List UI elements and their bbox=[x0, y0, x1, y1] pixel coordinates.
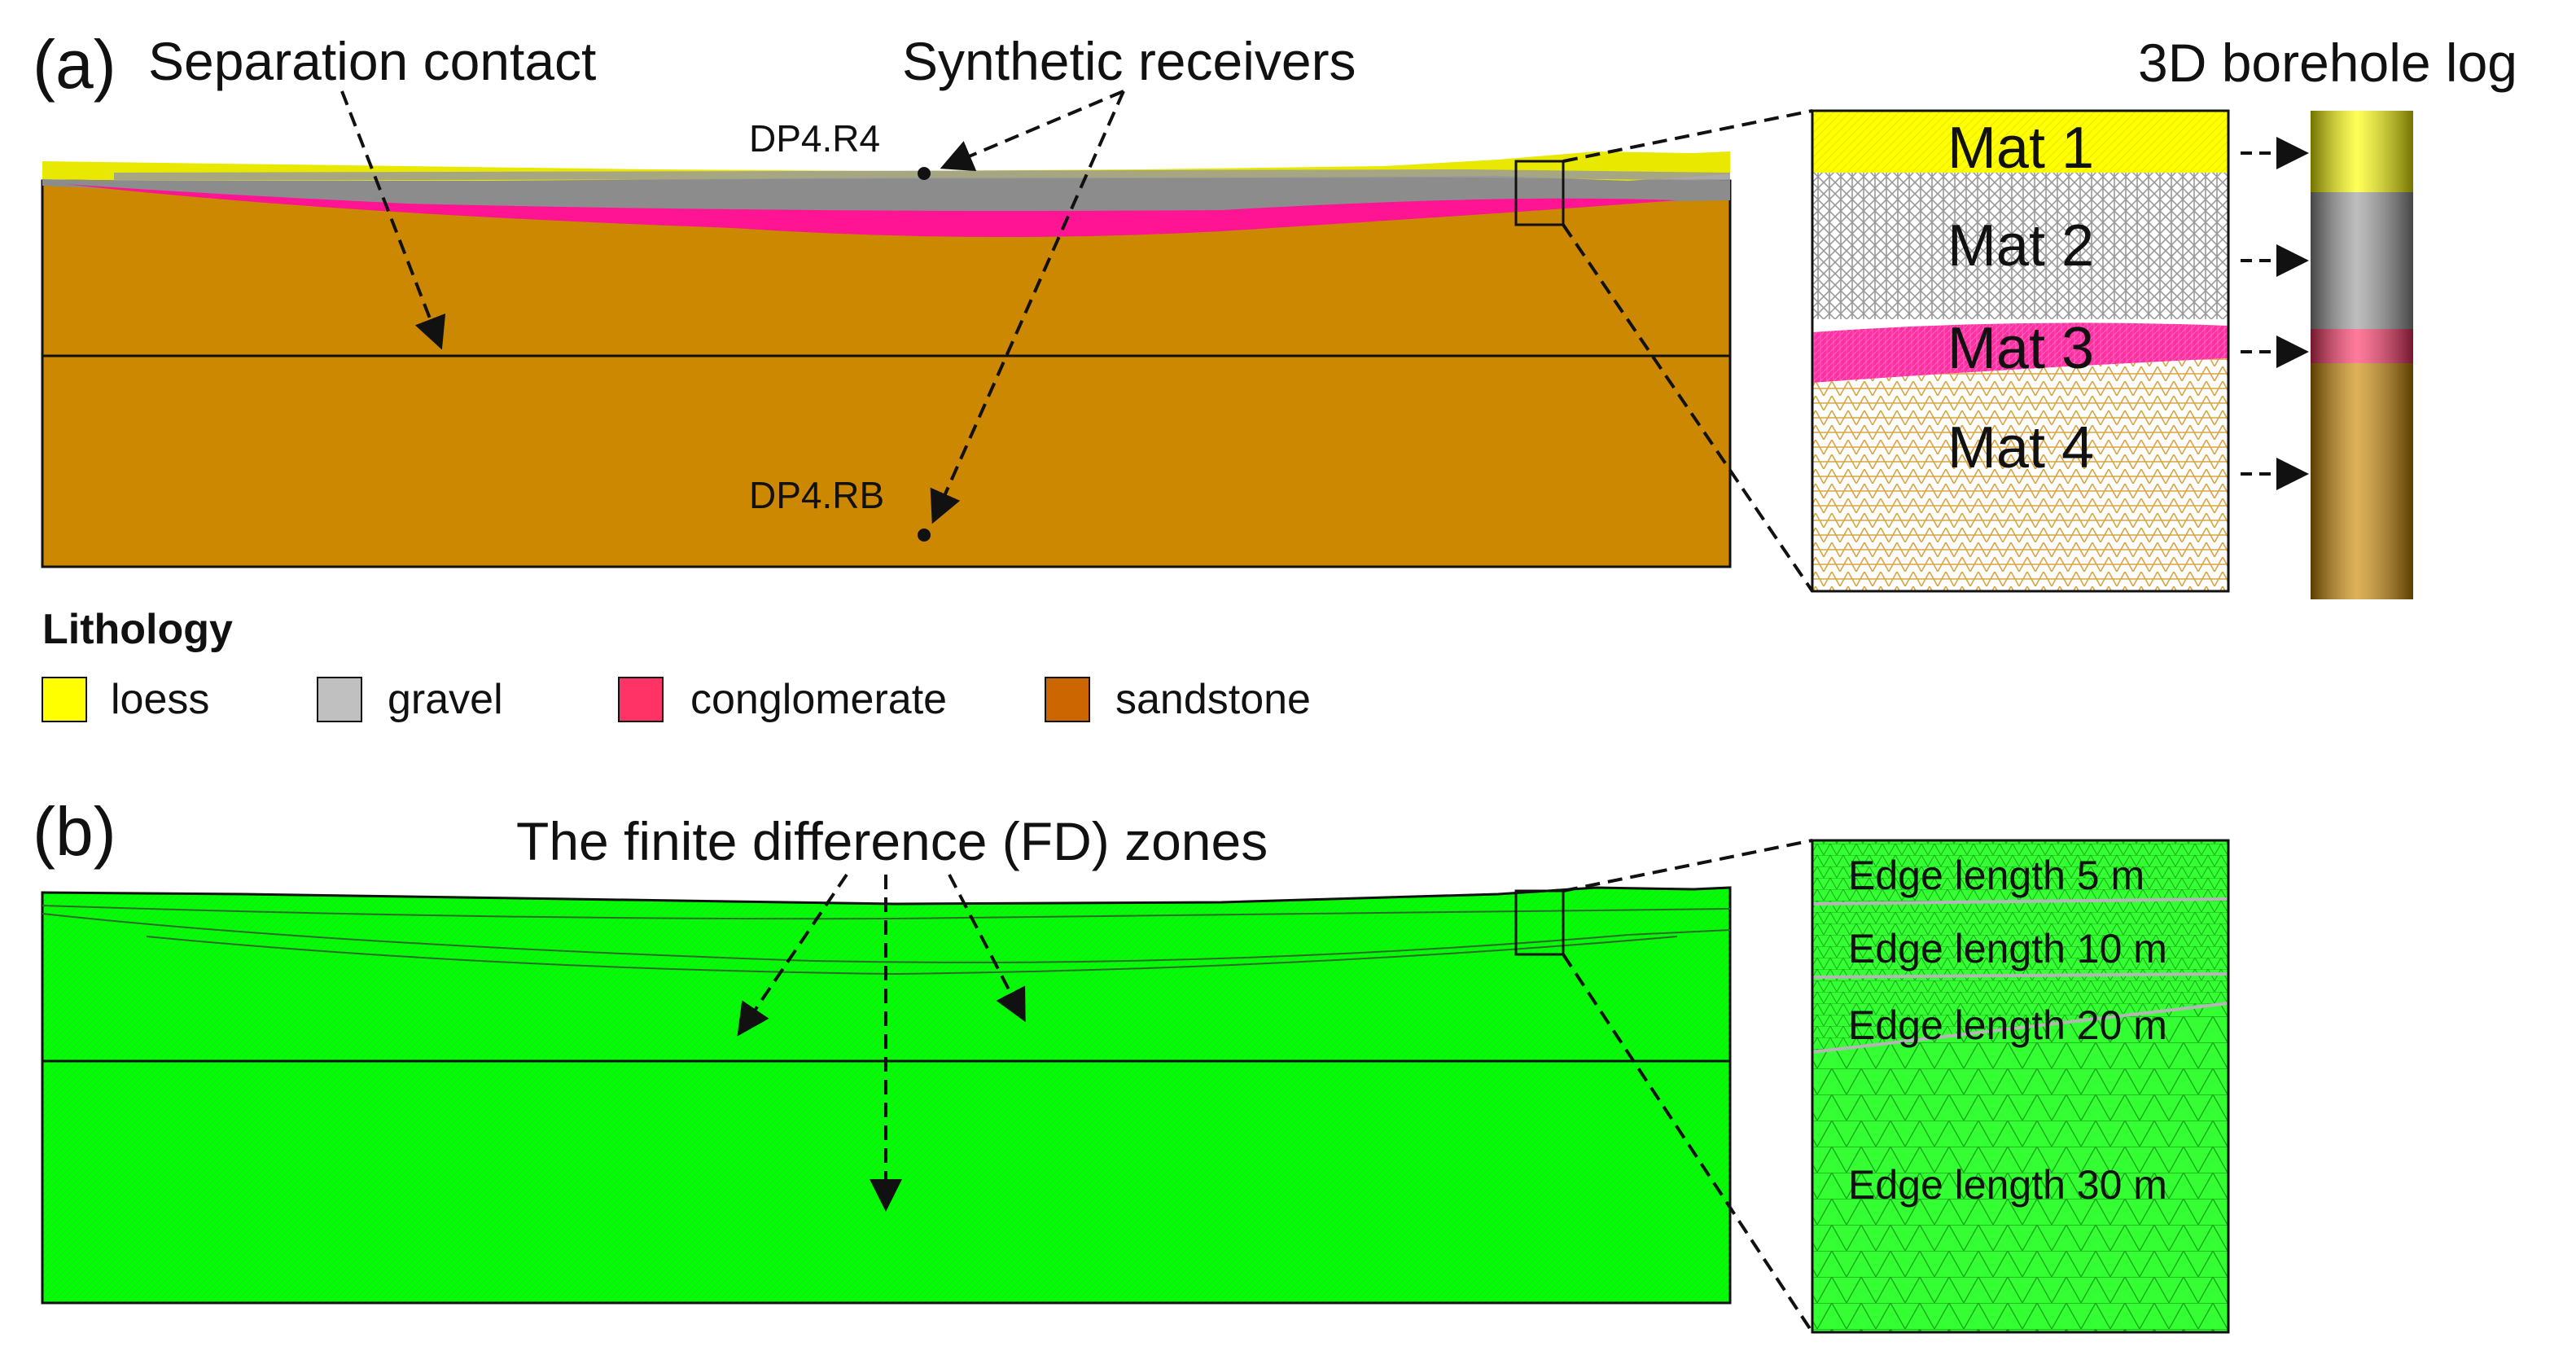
fd-mesh-section bbox=[41, 886, 1732, 1305]
legend-swatch-loess bbox=[42, 677, 87, 722]
receiver-top-arrow bbox=[940, 90, 1124, 171]
gravel-layer bbox=[42, 174, 1730, 215]
mat-4-label: Mat 4 bbox=[1947, 415, 2094, 480]
geologic-cross-section bbox=[41, 151, 1732, 568]
fd-arrows bbox=[737, 839, 1814, 1334]
zoom-inset-a: Mat 1 Mat 2 Mat 3 Mat 4 bbox=[1811, 109, 2230, 593]
zoom-inset-b: Edge length 5 m Edge length 10 m Edge le… bbox=[1811, 839, 2230, 1334]
synthetic-receivers-label: Synthetic receivers bbox=[902, 31, 1356, 91]
legend-label-sandstone: sandstone bbox=[1115, 676, 1311, 723]
edge-10m-label: Edge length 10 m bbox=[1848, 926, 2167, 971]
edge-30m-label: Edge length 30 m bbox=[1848, 1162, 2167, 1208]
annotation-arrows bbox=[340, 90, 1814, 593]
receiver-bottom-dot bbox=[918, 528, 931, 542]
receiver-bottom-label: DP4.RB bbox=[749, 474, 884, 516]
legend-label-conglomerate: conglomerate bbox=[690, 676, 947, 723]
lithology-legend: Lithology loess gravel conglomerate sand… bbox=[42, 606, 1311, 723]
sandstone-layer bbox=[41, 179, 1732, 568]
legend-label-loess: loess bbox=[111, 676, 209, 723]
borehole-log bbox=[2311, 111, 2413, 599]
panel-a: (a) Separation contact Synthetic receive… bbox=[33, 26, 2517, 599]
receiver-top-dot bbox=[918, 167, 931, 180]
edge-5m-label: Edge length 5 m bbox=[1848, 853, 2144, 898]
legend-label-gravel: gravel bbox=[388, 676, 503, 723]
receiver-bottom-arrow bbox=[930, 90, 1125, 524]
edge-20m-label: Edge length 20 m bbox=[1848, 1002, 2167, 1048]
mat-2-label: Mat 2 bbox=[1947, 213, 2094, 279]
fd-zones-label: The finite difference (FD) zones bbox=[516, 811, 1268, 871]
panel-b: (b) The finite difference (FD) zones Edg… bbox=[33, 793, 2230, 1334]
panel-b-letter: (b) bbox=[33, 793, 116, 870]
legend-swatch-conglomerate bbox=[618, 677, 664, 722]
legend-title: Lithology bbox=[42, 606, 233, 653]
receiver-top-label: DP4.R4 bbox=[749, 117, 880, 160]
borehole-arrows bbox=[2241, 137, 2309, 490]
legend-swatch-sandstone bbox=[1045, 677, 1090, 722]
panel-a-letter: (a) bbox=[33, 26, 116, 103]
conglomerate-layer bbox=[65, 184, 1677, 238]
borehole-title: 3D borehole log bbox=[2138, 33, 2517, 93]
separation-contact-label: Separation contact bbox=[148, 31, 596, 91]
zoom-box-a bbox=[1514, 160, 1565, 226]
legend-swatch-gravel bbox=[317, 677, 362, 722]
zoom-box-b bbox=[1514, 889, 1565, 956]
mat-1-label: Mat 1 bbox=[1947, 116, 2094, 181]
mat-3-label: Mat 3 bbox=[1947, 316, 2094, 381]
